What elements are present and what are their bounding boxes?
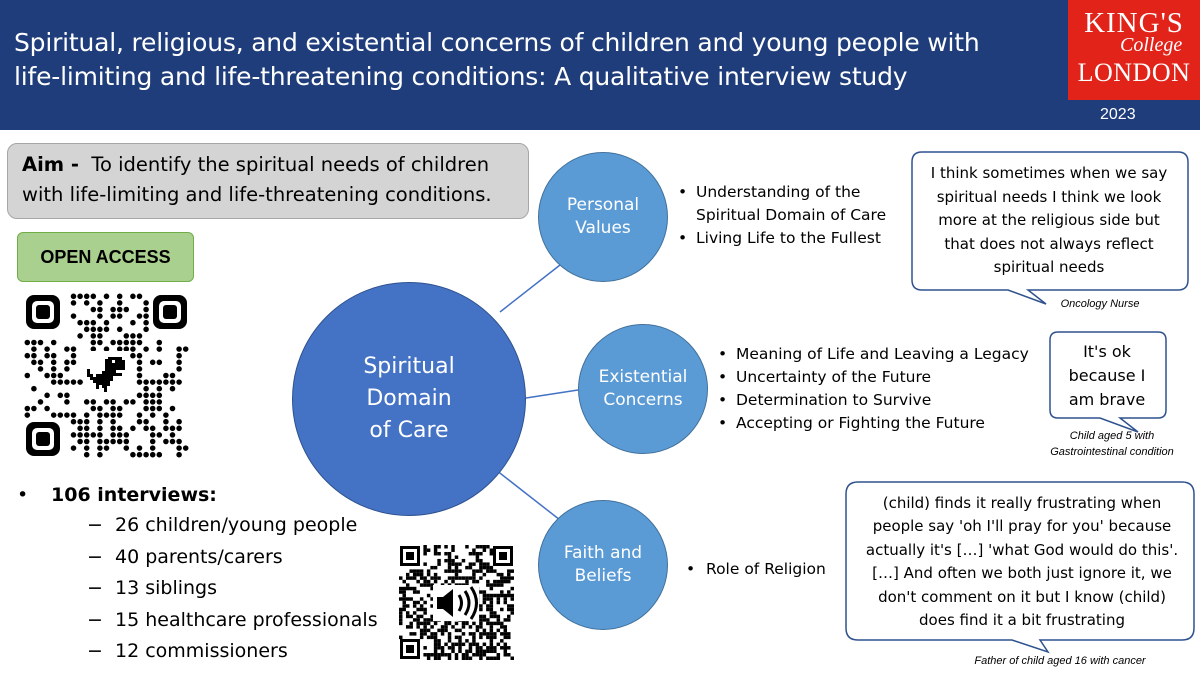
title-line-1: Spiritual, religious, and existential co… — [14, 28, 980, 57]
stats-headline-text: 106 interviews: — [51, 484, 217, 506]
open-access-button[interactable]: OPEN ACCESS — [17, 232, 194, 282]
aim-box: Aim - To identify the spiritual needs of… — [7, 143, 529, 219]
list-item: Understanding of the Spiritual Domain of… — [678, 181, 898, 227]
title-line-2: life-limiting and life-threatening condi… — [14, 62, 908, 91]
stats-item: −40 parents/carers — [87, 545, 283, 568]
quote-bubble-child — [1049, 331, 1167, 433]
aim-text-line-2: with life-limiting and life-threatening … — [22, 183, 492, 206]
dinosaur-icon — [84, 351, 130, 399]
list-item: Meaning of Life and Leaving a Legacy — [718, 343, 1048, 366]
header-banner: Spiritual, religious, and existential co… — [0, 0, 1200, 130]
qr-code-audio[interactable] — [399, 545, 514, 660]
quote-father-caption: Father of child aged 16 with cancer — [974, 655, 1146, 667]
quote-bubble-father — [845, 481, 1195, 654]
qr-code-open-access[interactable] — [24, 293, 189, 458]
year-label: 2023 — [1100, 106, 1136, 123]
list-item: Uncertainty of the Future — [718, 366, 1048, 389]
aim-label: Aim - — [22, 153, 79, 176]
list-item: Accepting or Fighting the Future — [718, 412, 1048, 435]
connector-existential — [525, 389, 579, 399]
faith-beliefs-list: Role of Religion — [686, 558, 886, 581]
qr-finder-patterns — [26, 295, 187, 456]
list-item: Determination to Survive — [718, 389, 1048, 412]
existential-concerns-list: Meaning of Life and Leaving a Legacy Unc… — [718, 343, 1048, 435]
connector-faith — [495, 469, 561, 521]
connector-personal — [499, 264, 561, 313]
personal-values-list: Understanding of the Spiritual Domain of… — [678, 181, 898, 250]
page-title: Spiritual, religious, and existential co… — [14, 26, 1054, 94]
list-item: Living Life to the Fullest — [678, 227, 898, 250]
speaker-icon — [433, 585, 479, 621]
stats-item: −26 children/young people — [87, 514, 358, 536]
interview-stats: • 106 interviews: −26 children/young peo… — [17, 480, 378, 668]
stats-item: −15 healthcare professionals — [87, 608, 378, 631]
logo-line-kings: KING'S — [1084, 7, 1184, 39]
stats-item: −13 siblings — [87, 577, 218, 599]
quote-bubble-nurse — [911, 151, 1189, 305]
quote-nurse-caption: Oncology Nurse — [1060, 298, 1140, 310]
center-node-spiritual-domain: Spiritual Domain of Care — [292, 282, 526, 516]
logo-line-london: LONDON — [1077, 58, 1191, 87]
kings-college-logo: KING'S College LONDON — [1068, 0, 1200, 100]
logo-line-college: College — [1120, 34, 1183, 56]
stats-headline: • 106 interviews: — [17, 480, 378, 510]
stats-item: −12 commissioners — [87, 640, 288, 662]
stats-bullet: • — [17, 484, 29, 506]
qr-finder-patterns — [400, 546, 513, 659]
aim-text-line-1: To identify the spiritual needs of child… — [91, 153, 490, 176]
quote-father-text: (child) finds it really frustrating when… — [865, 494, 1179, 630]
list-item: Role of Religion — [686, 558, 886, 581]
